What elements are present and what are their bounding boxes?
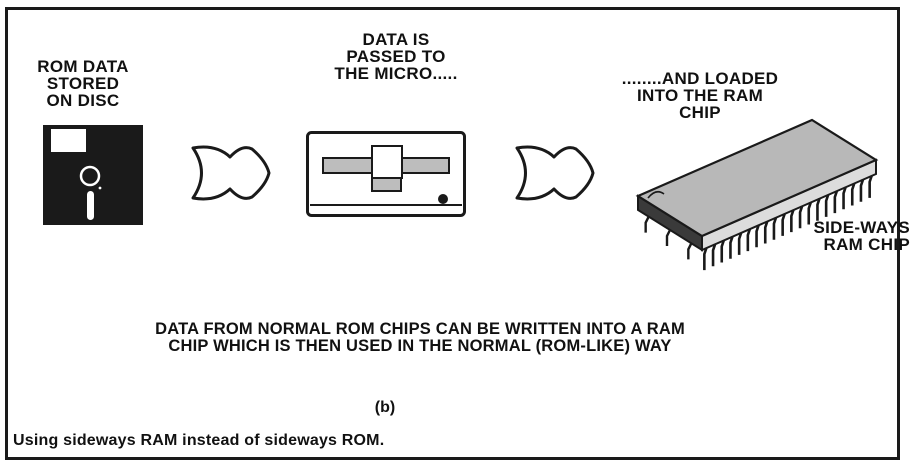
floppy-disk-icon xyxy=(43,125,143,225)
label-sideways-ram-chip: SIDE-WAYS RAM CHIP xyxy=(813,218,910,254)
chip-pin xyxy=(824,194,830,217)
chip-pin xyxy=(737,232,743,255)
chip-pin xyxy=(833,190,839,214)
chip-pin xyxy=(711,243,717,267)
chip-pin xyxy=(703,247,708,271)
chip-pin xyxy=(807,202,812,225)
chip-pin xyxy=(729,236,734,259)
chip-pin xyxy=(842,186,847,210)
chip-pin xyxy=(746,228,752,252)
chip-pin xyxy=(772,217,778,240)
figure-frame xyxy=(5,7,900,460)
chip-pin xyxy=(850,183,856,206)
chip-pin xyxy=(755,224,760,248)
chip-pin xyxy=(644,216,650,233)
chip-pin xyxy=(665,229,672,246)
label-data-passed: DATA IS PASSED TO THE MICRO..... xyxy=(334,30,458,83)
chip-pin xyxy=(816,198,821,221)
chip-pin xyxy=(859,179,865,202)
ram-chip-icon xyxy=(635,118,879,271)
label-loaded-into-ram: ........AND LOADED INTO THE RAM CHIP xyxy=(621,69,779,122)
chip-pin xyxy=(687,242,693,260)
chip-pin xyxy=(720,240,725,263)
arrow-icon xyxy=(191,145,271,201)
figure-letter: (b) xyxy=(374,399,396,416)
chip-pin xyxy=(763,221,769,244)
micro-computer-icon xyxy=(306,131,466,217)
chip-pin xyxy=(868,175,873,198)
chip-notch xyxy=(647,190,665,199)
diagram-caption: DATA FROM NORMAL ROM CHIPS CAN BE WRITTE… xyxy=(155,320,685,355)
chip-pin xyxy=(798,205,804,229)
figure-caption: Using sideways RAM instead of sideways R… xyxy=(13,432,385,449)
label-rom-data: ROM DATA STORED ON DISC xyxy=(37,57,129,110)
arrow-icon xyxy=(515,145,595,201)
chip-pin xyxy=(790,209,795,233)
chip-pin xyxy=(781,213,786,236)
chip-top xyxy=(635,118,879,238)
